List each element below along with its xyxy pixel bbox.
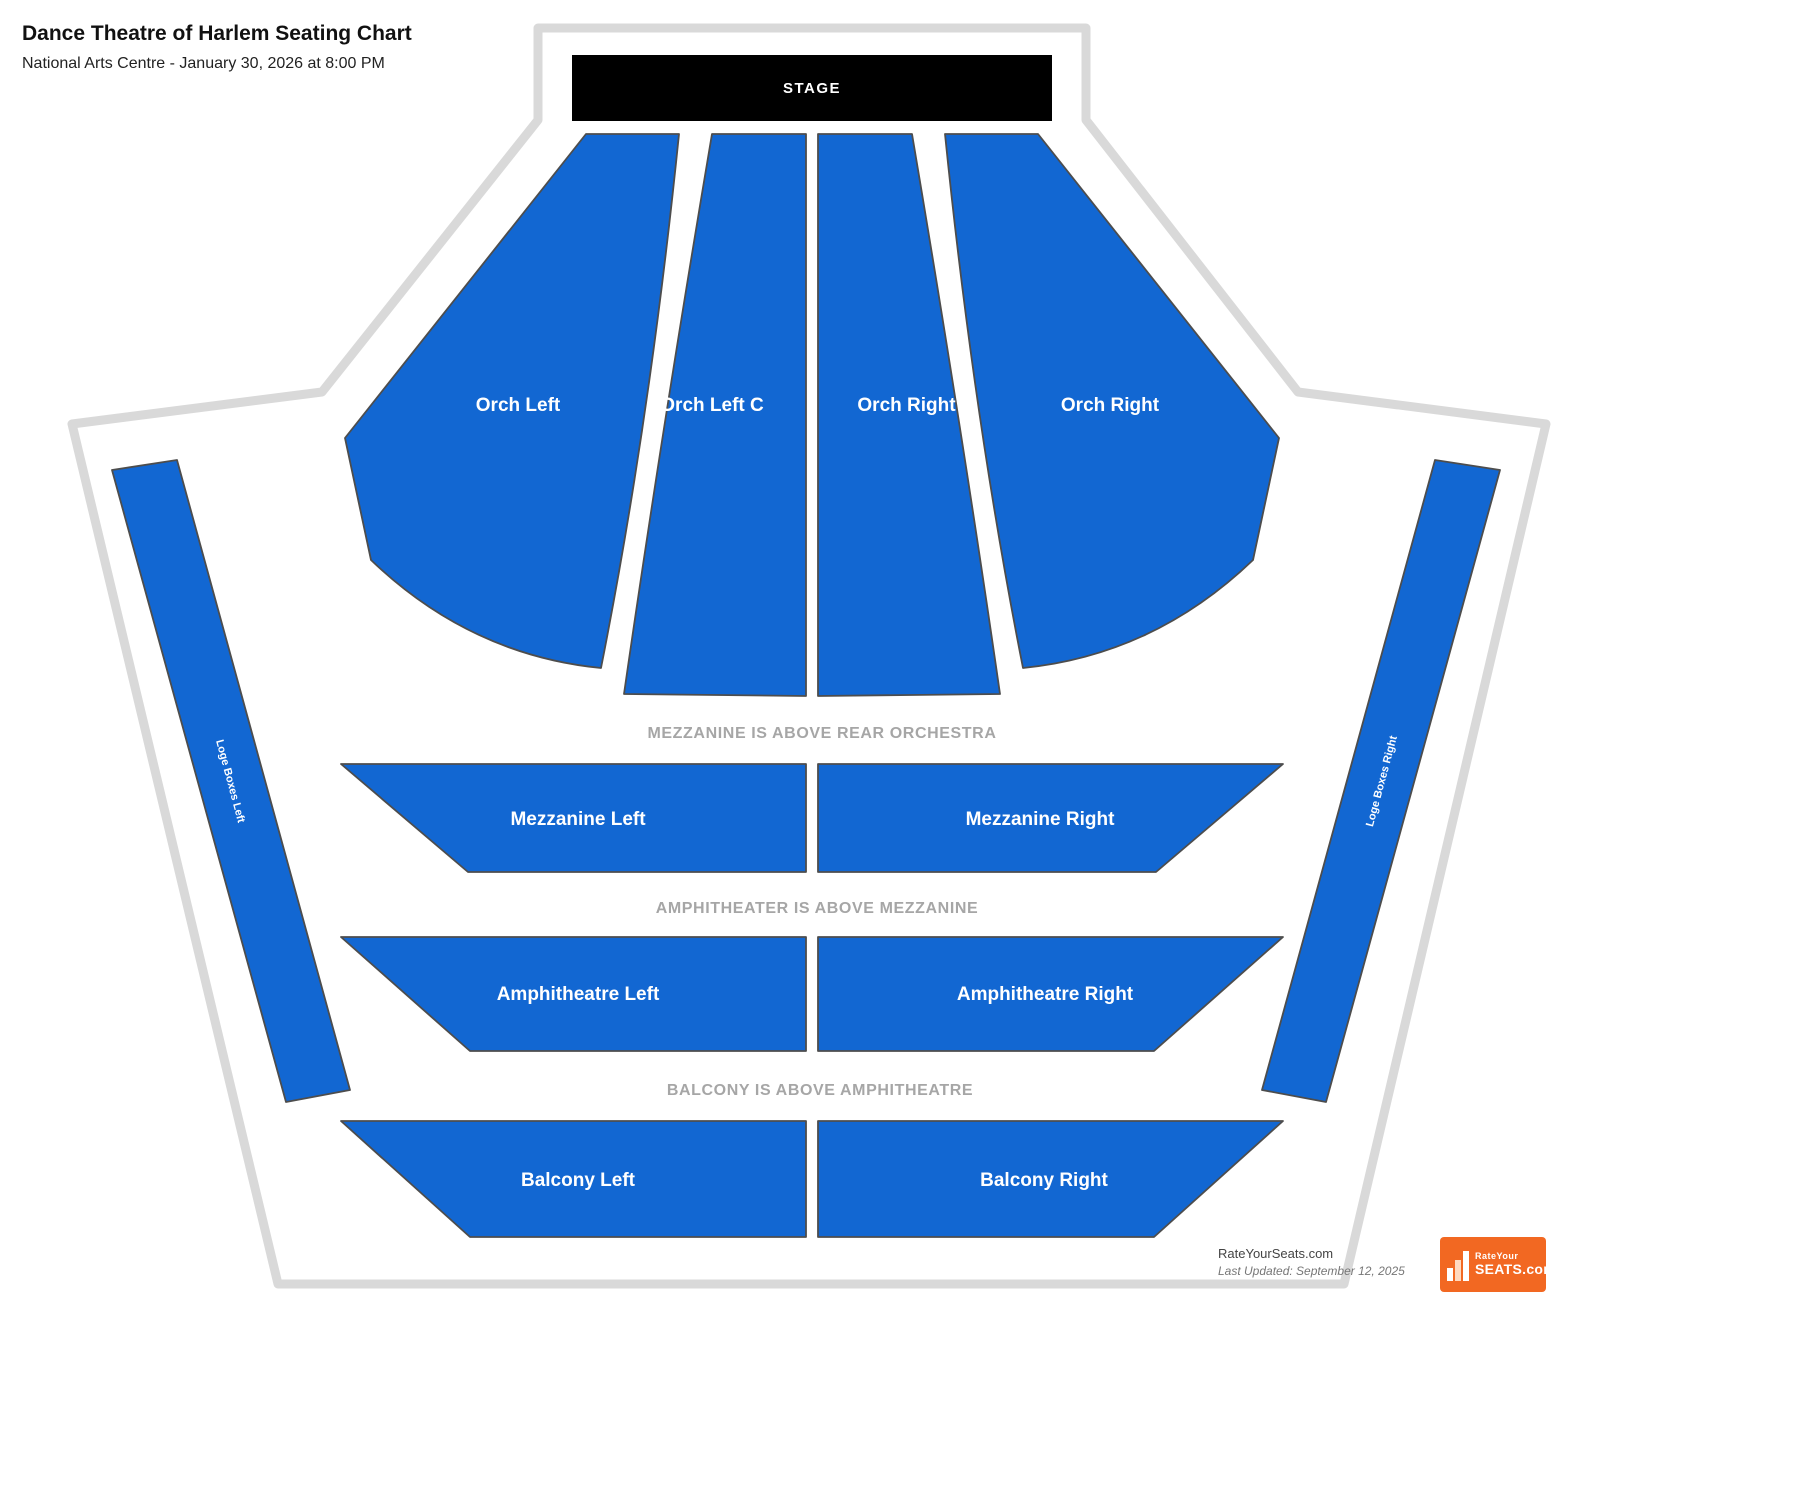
- logo-text-bottom: SEATS.com: [1475, 1260, 1557, 1277]
- stage: [572, 55, 1052, 121]
- section-balcony-right-shape[interactable]: [817, 1120, 1284, 1238]
- section-orch-right-c-shape[interactable]: [817, 133, 1001, 697]
- section-amphitheatre-left-shape[interactable]: [340, 936, 807, 1052]
- logo-text-top: RateYour: [1475, 1251, 1519, 1262]
- bar-chart-icon: [1447, 1249, 1469, 1281]
- note-mezzanine-above: MEZZANINE IS ABOVE REAR ORCHESTRA: [647, 725, 996, 742]
- rateyourseats-logo[interactable]: RateYour SEATS.com: [1440, 1237, 1556, 1292]
- section-loge-boxes-right-shape[interactable]: [1261, 459, 1501, 1103]
- section-orch-left-c-shape[interactable]: [623, 133, 807, 697]
- note-balcony-above: BALCONY IS ABOVE AMPHITHEATRE: [667, 1082, 973, 1099]
- chart-title: Dance Theatre of Harlem Seating Chart: [22, 22, 412, 45]
- stage-label: STAGE: [783, 80, 841, 97]
- logo-text: RateYour SEATS.com: [1475, 1251, 1557, 1277]
- section-mezzanine-right-shape[interactable]: [817, 763, 1284, 873]
- section-orch-right-shape[interactable]: [944, 133, 1280, 669]
- section-amphitheatre-right-shape[interactable]: [817, 936, 1284, 1052]
- note-amphitheater-above: AMPHITHEATER IS ABOVE MEZZANINE: [656, 900, 979, 917]
- credit-last-updated: Last Updated: September 12, 2025: [1218, 1264, 1405, 1278]
- section-loge-boxes-left-shape[interactable]: [111, 459, 351, 1103]
- section-balcony-left-shape[interactable]: [340, 1120, 807, 1238]
- chart-header: Dance Theatre of Harlem Seating Chart Na…: [22, 22, 412, 73]
- section-mezzanine-left-shape[interactable]: [340, 763, 807, 873]
- chart-subtitle: National Arts Centre - January 30, 2026 …: [22, 55, 385, 72]
- section-orch-left-shape[interactable]: [344, 133, 680, 669]
- credit-site: RateYourSeats.com: [1218, 1246, 1334, 1261]
- footer-credit: RateYourSeats.com Last Updated: Septembe…: [1218, 1246, 1405, 1278]
